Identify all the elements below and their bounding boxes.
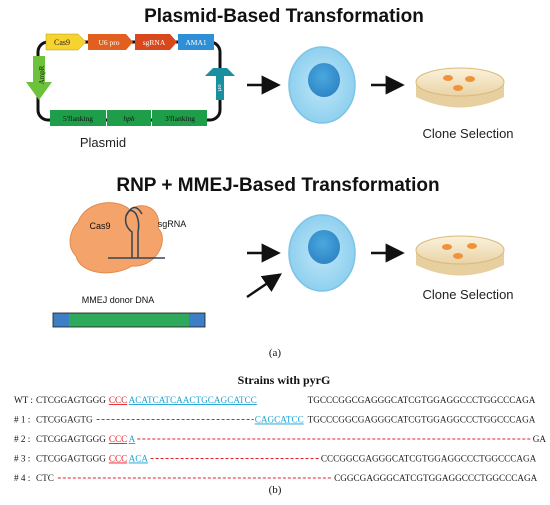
ampr-feature-label: AmpR bbox=[38, 65, 46, 84]
pam-sequence: CCC bbox=[109, 454, 127, 464]
pam-sequence: CCC bbox=[109, 434, 127, 444]
panel-b-caption: (b) bbox=[269, 484, 282, 496]
cas9-feature-label: Cas9 bbox=[54, 38, 70, 47]
seq-segment: CTCGGAGTG bbox=[36, 415, 93, 425]
arrow-donor-to-cell bbox=[246, 273, 282, 298]
sgrna-feature bbox=[135, 34, 177, 50]
plasmid-label: Plasmid bbox=[80, 135, 126, 150]
ori-feature bbox=[205, 68, 235, 100]
target-sequence: ACA bbox=[129, 454, 149, 464]
sgrna-label: sgRNA bbox=[158, 219, 187, 229]
nucleus-2 bbox=[308, 230, 340, 264]
ama1-feature-label: AMA1 bbox=[185, 38, 207, 47]
target-sequence: CAGCATCC bbox=[255, 415, 304, 425]
hph-feature bbox=[107, 110, 151, 126]
seq-tail: CGGCGAGGGCATCGTGGAGGCCCTGGCCCAGA bbox=[334, 473, 538, 483]
seq-tail: GA bbox=[533, 434, 547, 444]
seq-segment: CTC bbox=[36, 473, 54, 483]
panel-b-title: Strains with pyrG bbox=[238, 373, 331, 387]
clone-selection-label-1: Clone Selection bbox=[422, 126, 513, 141]
petri-dish-2 bbox=[415, 235, 505, 276]
ori-feature-label: ori bbox=[216, 84, 223, 91]
row-label: # 1 : bbox=[14, 415, 30, 425]
ama1-feature bbox=[178, 34, 214, 50]
row-label: # 2 : bbox=[14, 434, 30, 444]
sgrna-feature-label: sgRNA bbox=[143, 38, 166, 47]
target-sequence: ACATCATCAACTGCAGCATCC bbox=[129, 395, 257, 405]
u6pro-feature bbox=[88, 34, 133, 50]
target-sequence: A bbox=[129, 434, 136, 444]
nucleus-1 bbox=[308, 63, 340, 97]
ampr-feature bbox=[26, 56, 52, 100]
hph-feature-label: hph bbox=[123, 114, 135, 123]
plasmid-diagram: Cas9 U6 pro sgRNA AMA1 AmpR ori 5'flanki… bbox=[26, 33, 235, 126]
seq-segment: CTCGGAGTGGG bbox=[36, 454, 106, 464]
flank5-feature-label: 5'flanking bbox=[63, 114, 93, 123]
cas9-feature bbox=[45, 33, 87, 51]
clone-selection-label-2: Clone Selection bbox=[422, 287, 513, 302]
u6pro-feature-label: U6 pro bbox=[98, 38, 119, 47]
cas9-protein-label: Cas9 bbox=[89, 221, 110, 231]
cell-2 bbox=[288, 214, 356, 292]
mmej-donor-dna bbox=[52, 312, 206, 328]
row-label: # 3 : bbox=[14, 454, 30, 464]
panel-a-caption: (a) bbox=[269, 347, 282, 359]
sgrna-hairpin: sgRNA bbox=[108, 206, 187, 259]
rnp-section-title: RNP + MMEJ-Based Transformation bbox=[116, 175, 439, 196]
seq-segment: CTCGGAGTGGG bbox=[36, 434, 106, 444]
cas9-protein: Cas9 bbox=[69, 202, 163, 274]
mmej-donor-label: MMEJ donor DNA bbox=[82, 295, 155, 305]
seq-tail: TGCCCGGCGAGGGCATCGTGGAGGCCCTGGCCCAGA bbox=[308, 395, 536, 405]
cell-1 bbox=[288, 46, 356, 124]
row-label: # 4 : bbox=[14, 473, 30, 483]
seq-tail: TGCCCGGCGAGGGCATCGTGGAGGCCCTGGCCCAGA bbox=[308, 415, 536, 425]
petri-dish-1 bbox=[415, 67, 505, 108]
row-label: WT : bbox=[14, 395, 33, 405]
flank3-feature bbox=[152, 110, 207, 126]
plasmid-section-title: Plasmid-Based Transformation bbox=[144, 6, 424, 27]
flank5-feature bbox=[50, 110, 106, 126]
seq-segment: CTCGGAGTGGG bbox=[36, 395, 106, 405]
pam-sequence: CCC bbox=[109, 395, 127, 405]
panel-a: Plasmid-Based Transformation Cas9 U6 pro… bbox=[26, 6, 514, 359]
seq-tail: CCCGGCGAGGGCATCGTGGAGGCCCTGGCCCAGA bbox=[321, 454, 537, 464]
plasmid-backbone bbox=[36, 40, 222, 122]
flank3-feature-label: 3'flanking bbox=[165, 114, 195, 123]
